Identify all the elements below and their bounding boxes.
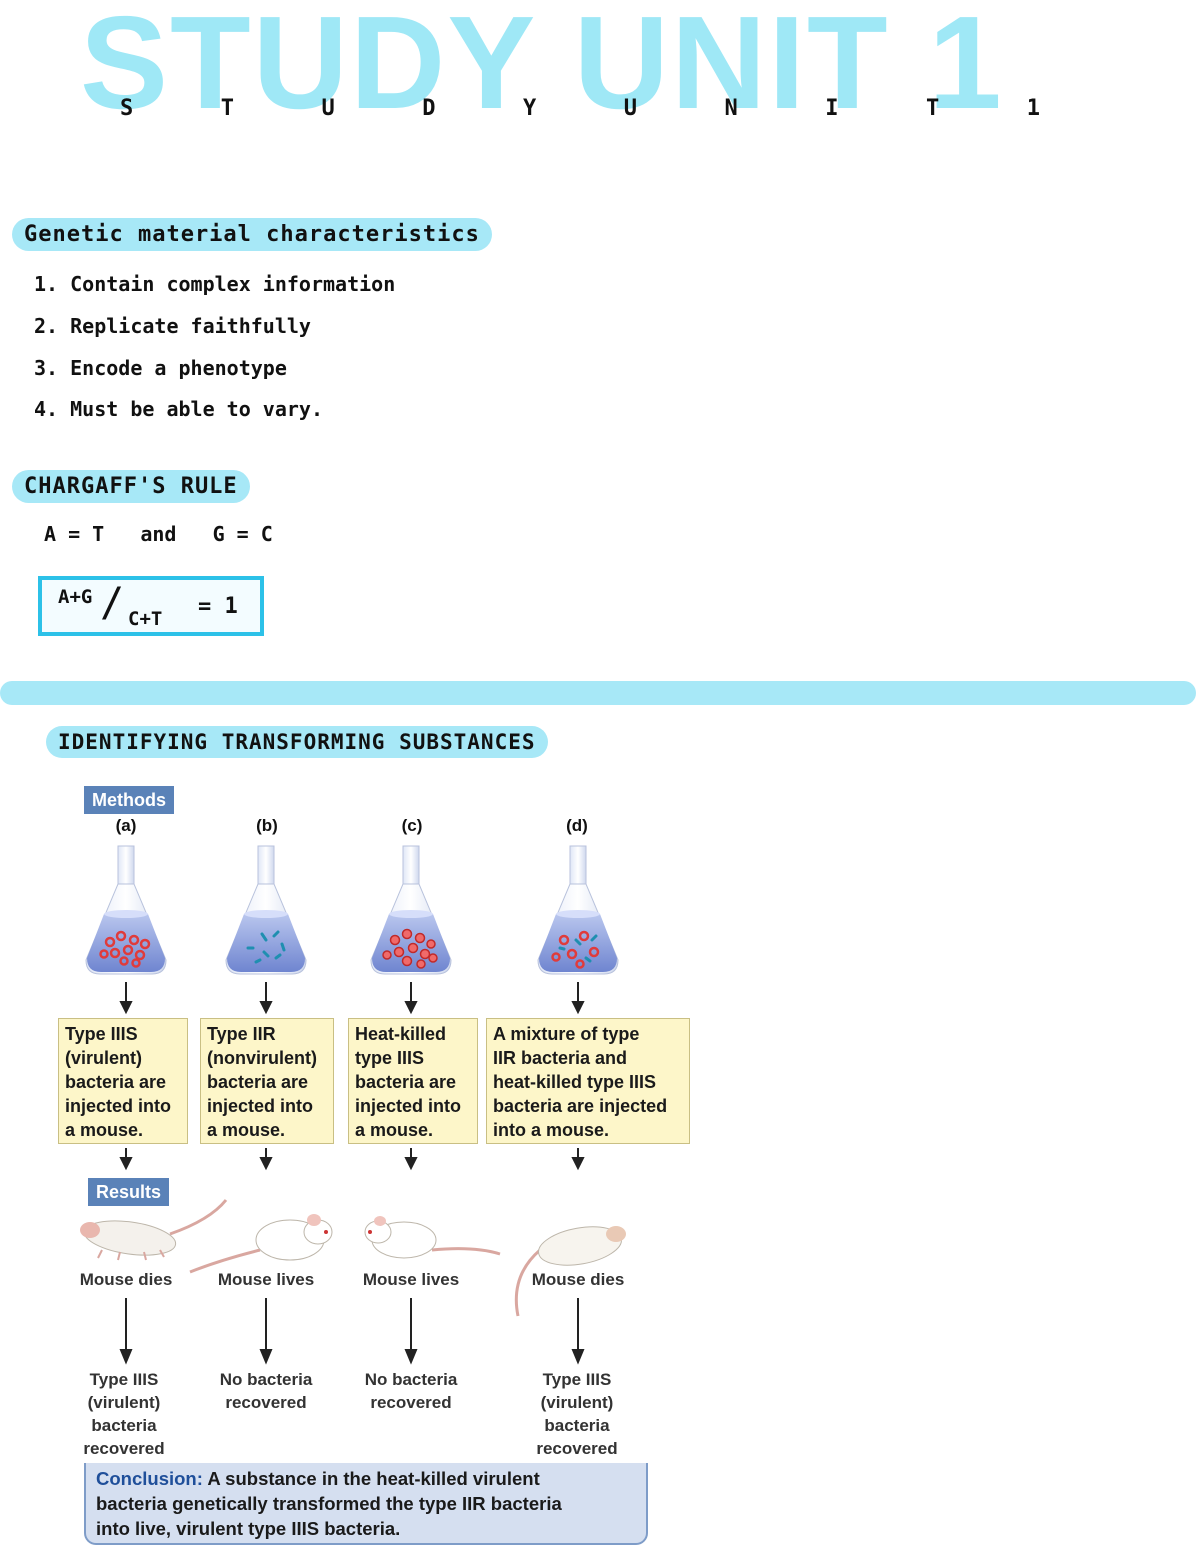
recovery-line: recovered bbox=[370, 1393, 452, 1412]
title-letter: I bbox=[825, 96, 839, 121]
conclusion-box: Conclusion: A substance in the heat-kill… bbox=[84, 1463, 648, 1545]
recovery-result-b: No bacteria recovered bbox=[196, 1368, 336, 1414]
flask-c bbox=[370, 845, 452, 975]
description-line: Type IIR bbox=[207, 1024, 276, 1044]
outcome-label: Mouse dies bbox=[531, 1270, 625, 1289]
mouse-alive-icon bbox=[189, 1214, 333, 1274]
description-line: bacteria are bbox=[355, 1072, 457, 1092]
recovery-line: (virulent) bbox=[87, 1393, 161, 1412]
outcome-label: Mouse lives bbox=[217, 1270, 315, 1289]
title-spaced-letters: S T U D Y U N I T 1 bbox=[120, 96, 1040, 136]
conclusion-line: bacteria genetically transformed the typ… bbox=[96, 1493, 562, 1514]
ratio-numerator: A+G bbox=[58, 586, 93, 608]
base-pairing-rule: A = T and G = C bbox=[44, 522, 273, 546]
flask-d bbox=[537, 845, 619, 975]
description-line: (virulent) bbox=[65, 1048, 143, 1068]
column-letter: (d) bbox=[566, 816, 588, 835]
recovery-line: recovered bbox=[83, 1439, 165, 1458]
recovery-result-a: Type IIIS (virulent) bacteria recovered bbox=[54, 1368, 194, 1460]
list-item: 4. Must be able to vary. bbox=[34, 397, 323, 421]
method-description-a: Type IIIS (virulent) bacteria are inject… bbox=[58, 1018, 188, 1144]
method-description-b: Type IIR (nonvirulent) bacteria are inje… bbox=[200, 1018, 334, 1144]
title-letter: U bbox=[623, 96, 637, 121]
conclusion-line: into live, virulent type IIIS bacteria. bbox=[96, 1518, 401, 1539]
title-letter: T bbox=[926, 96, 940, 121]
arrows-to-methods bbox=[119, 982, 585, 1015]
arrows-to-results bbox=[119, 1148, 585, 1171]
description-line: injected into bbox=[207, 1096, 314, 1116]
transforming-heading: IDENTIFYING TRANSFORMING SUBSTANCES bbox=[46, 726, 548, 758]
mouse-alive-icon bbox=[364, 1216, 501, 1259]
description-line: heat-killed type IIIS bbox=[493, 1072, 657, 1092]
recovery-line: recovered bbox=[225, 1393, 307, 1412]
title-letter: T bbox=[220, 96, 234, 121]
description-line: a mouse. bbox=[355, 1120, 434, 1140]
section-divider bbox=[0, 681, 1196, 705]
recovery-result-c: No bacteria recovered bbox=[341, 1368, 481, 1414]
conclusion-line: Conclusion: A substance in the heat-kill… bbox=[96, 1466, 636, 1491]
page-title: STUDY UNIT 1 bbox=[80, 0, 1004, 136]
description-line: bacteria are injected bbox=[493, 1096, 668, 1116]
list-item: 2. Replicate faithfully bbox=[34, 314, 311, 338]
description-line: bacteria are bbox=[65, 1072, 167, 1092]
description-line: (nonvirulent) bbox=[207, 1048, 317, 1068]
method-description-c: Heat-killed type IIIS bacteria are injec… bbox=[348, 1018, 478, 1144]
recovery-line: No bacteria bbox=[219, 1370, 313, 1389]
description-line: Heat-killed bbox=[355, 1024, 447, 1044]
list-item: 3. Encode a phenotype bbox=[34, 356, 287, 380]
description-line: A mixture of type bbox=[493, 1024, 640, 1044]
description-line: a mouse. bbox=[207, 1120, 286, 1140]
results-label: Results bbox=[88, 1178, 170, 1206]
description-line: into a mouse. bbox=[493, 1120, 610, 1140]
title-letter: D bbox=[422, 96, 436, 121]
column-letter: (c) bbox=[401, 816, 423, 835]
list-item: 1. Contain complex information bbox=[34, 272, 396, 296]
title-letter: N bbox=[724, 96, 738, 121]
title-letter: 1 bbox=[1026, 96, 1040, 121]
recovery-line: Type IIIS bbox=[542, 1370, 612, 1389]
description-line: IIR bacteria and bbox=[493, 1048, 628, 1068]
recovery-line: Type IIIS bbox=[89, 1370, 159, 1389]
recovery-line: No bacteria bbox=[364, 1370, 458, 1389]
ratio-formula-box: A+G / C+T = 1 bbox=[38, 576, 264, 636]
chargaff-heading: CHARGAFF'S RULE bbox=[12, 470, 250, 503]
mouse-dead-icon bbox=[80, 1199, 228, 1261]
recovery-line: (virulent) bbox=[540, 1393, 614, 1412]
recovery-result-d: Type IIIS (virulent) bacteria recovered bbox=[507, 1368, 647, 1460]
ratio-denominator: C+T bbox=[128, 608, 163, 630]
conclusion-lead: Conclusion: bbox=[96, 1468, 203, 1489]
recovery-line: bacteria bbox=[91, 1416, 157, 1435]
conclusion-text: A substance in the heat-killed virulent bbox=[207, 1468, 540, 1489]
recovery-line: bacteria bbox=[544, 1416, 610, 1435]
column-letter: (a) bbox=[115, 816, 137, 835]
methods-label: Methods bbox=[84, 786, 174, 814]
flask-a bbox=[85, 845, 167, 975]
outcome-label: Mouse dies bbox=[79, 1270, 173, 1289]
title-letter: Y bbox=[523, 96, 537, 121]
ratio-equals-one: = 1 bbox=[198, 594, 238, 619]
description-line: a mouse. bbox=[65, 1120, 144, 1140]
description-line: bacteria are bbox=[207, 1072, 309, 1092]
arrows-to-recovery bbox=[119, 1298, 585, 1365]
column-letter: (b) bbox=[256, 816, 278, 835]
method-description-d: A mixture of type IIR bacteria and heat-… bbox=[486, 1018, 690, 1144]
recovery-line: recovered bbox=[536, 1439, 618, 1458]
mouse-dead-icon bbox=[514, 1226, 626, 1317]
title-letter: S bbox=[120, 96, 134, 121]
outcome-label: Mouse lives bbox=[362, 1270, 460, 1289]
description-line: injected into bbox=[355, 1096, 462, 1116]
title-letter: U bbox=[321, 96, 335, 121]
fraction-slash: / bbox=[100, 580, 125, 626]
description-line: Type IIIS bbox=[65, 1024, 138, 1044]
genetic-material-heading: Genetic material characteristics bbox=[12, 218, 492, 251]
flask-b bbox=[225, 845, 307, 975]
description-line: injected into bbox=[65, 1096, 172, 1116]
description-line: type IIIS bbox=[355, 1048, 425, 1068]
